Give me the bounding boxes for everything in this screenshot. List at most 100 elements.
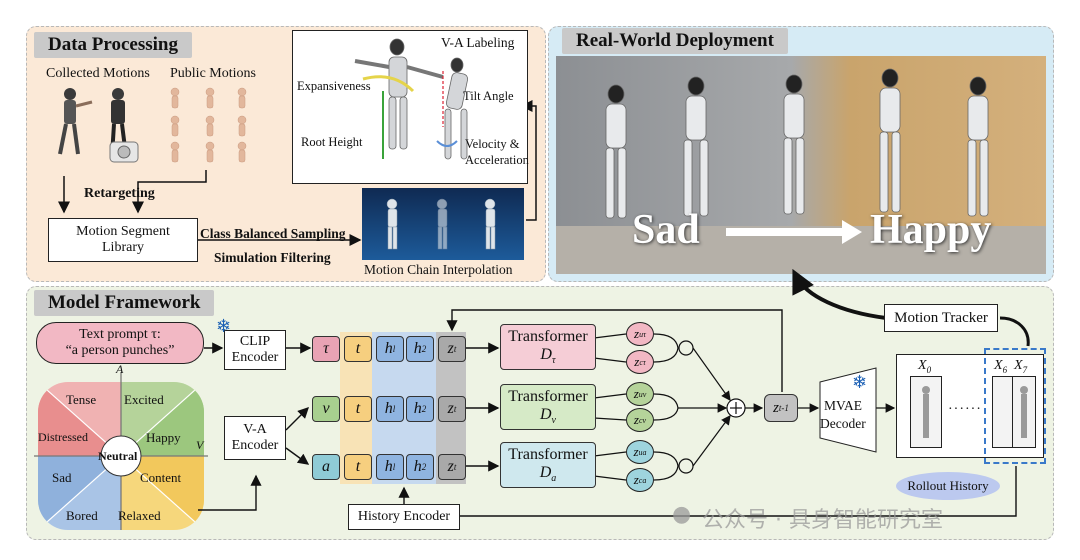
wheel-center-neutral: Neutral (98, 449, 138, 463)
z-t-minus-1-sub: t-1 (778, 403, 789, 413)
motion-chain-image (362, 188, 524, 260)
text-prompt-line2: “a person punches” (65, 343, 175, 358)
retargeting-label: Retargeting (84, 186, 155, 201)
wheel-axis-a: A (116, 362, 124, 376)
clip-encoder-box: CLIP Encoder (224, 330, 286, 370)
simulation-filtering-label: Simulation Filtering (214, 250, 331, 265)
token-subscript: t (453, 462, 457, 472)
wheel-label-distressed: Distressed (38, 430, 88, 444)
clip-line2: Encoder (231, 350, 279, 365)
rollout-figures (922, 386, 1028, 438)
z-t-minus-1-label: z (773, 399, 779, 416)
history-window-highlight (984, 348, 1046, 464)
history-encoder-label: History Encoder (357, 509, 451, 524)
library-line1: Motion Segment (76, 224, 170, 239)
token-2-0: t (344, 454, 372, 480)
token-letter: h (384, 340, 393, 357)
token-subscript: t (453, 404, 457, 414)
transformer-a-sub: Da (539, 463, 557, 485)
label-x0: X0 (918, 358, 931, 375)
transformer-v-label: Transformer (508, 387, 588, 405)
model-framework-title: Model Framework (34, 290, 215, 316)
va-encoder-line2: Encoder (231, 438, 279, 453)
transformer-v-sub: Dv (539, 405, 556, 427)
wheel-label-tense: Tense (66, 392, 97, 407)
token-subscript: l (392, 404, 396, 414)
token-letter: h (384, 458, 393, 475)
wheel-label-excited: Excited (124, 392, 164, 407)
va-encoder-line1: V-A (243, 422, 267, 437)
wheel-label-bored: Bored (66, 508, 98, 523)
x6-letter: X (994, 358, 1003, 373)
token-subscript: 2 (421, 462, 427, 472)
motion-segment-library-box: Motion Segment Library (48, 218, 198, 262)
token-1-0: t (344, 396, 372, 422)
va-encoder-box: V-A Encoder (224, 416, 286, 460)
rollout-history-badge: Rollout History (896, 472, 1000, 500)
transformer-tau: Transformer Dτ (500, 324, 596, 370)
rollout-history-label: Rollout History (907, 478, 989, 493)
x7-sub: 7 (1022, 364, 1028, 375)
transformer-v: Transformer Dv (500, 384, 596, 430)
collected-motions-label: Collected Motions (46, 66, 150, 81)
velocity-label-line1: Velocity & (465, 137, 520, 151)
token-letter: h (413, 400, 422, 417)
public-motions-grid (170, 87, 247, 163)
watermark-text: 公众号 · 具身智能研究室 (702, 508, 943, 533)
token-letter: t (355, 340, 361, 357)
token-input-0: τ (312, 336, 340, 362)
token-subscript: l (392, 462, 396, 472)
mvae-line1: MVAE (824, 398, 863, 413)
va-labeling-box: V-A Labeling Expansiveness Root Height T… (292, 30, 529, 184)
wheel-label-relaxed: Relaxed (118, 508, 161, 523)
label-x6: X6 (994, 358, 1007, 375)
token-input-1: v (312, 396, 340, 422)
wheel-axis-v: V (196, 438, 204, 452)
wheel-label-content: Content (140, 470, 182, 485)
token-letter: h (384, 400, 393, 417)
collected-motions-photo (58, 88, 139, 163)
transformer-a-label: Transformer (508, 445, 588, 463)
transformer-a: Transformer Da (500, 442, 596, 488)
wheel-label-happy: Happy (146, 430, 181, 445)
x6-sub: 6 (1002, 364, 1008, 375)
label-x7: X7 (1014, 358, 1027, 375)
transformer-tau-label: Transformer (508, 327, 588, 345)
root-height-label: Root Height (301, 135, 363, 149)
emotion-wheel (34, 372, 208, 530)
token-0-0: t (344, 336, 372, 362)
interpolation-label: Motion Chain Interpolation (364, 262, 513, 277)
token-subscript: t (453, 344, 457, 354)
token-input-2: a (312, 454, 340, 480)
rollout-dots: ······ (948, 402, 982, 417)
data-processing-arrows (58, 100, 537, 246)
token-subscript: l (392, 344, 396, 354)
clip-line1: CLIP (239, 334, 271, 349)
token-letter: z (447, 400, 454, 417)
deployment-title: Real-World Deployment (562, 28, 788, 54)
va-labeling-title: V-A Labeling (441, 35, 515, 50)
x7-letter: X (1014, 358, 1023, 373)
token-subscript: 2 (421, 404, 427, 414)
frozen-snowflake-icon: ❄ (216, 316, 232, 336)
motion-tracker-label: Motion Tracker (894, 309, 988, 326)
class-balanced-label: Class Balanced Sampling (200, 226, 346, 241)
wheel-label-sad: Sad (52, 470, 72, 485)
text-prompt-line1: Text prompt τ: (79, 327, 161, 342)
mvae-line2: Decoder (820, 416, 866, 431)
text-prompt-box: Text prompt τ: “a person punches” (36, 322, 204, 364)
token-letter: z (447, 458, 454, 475)
x0-sub: 0 (926, 364, 932, 375)
